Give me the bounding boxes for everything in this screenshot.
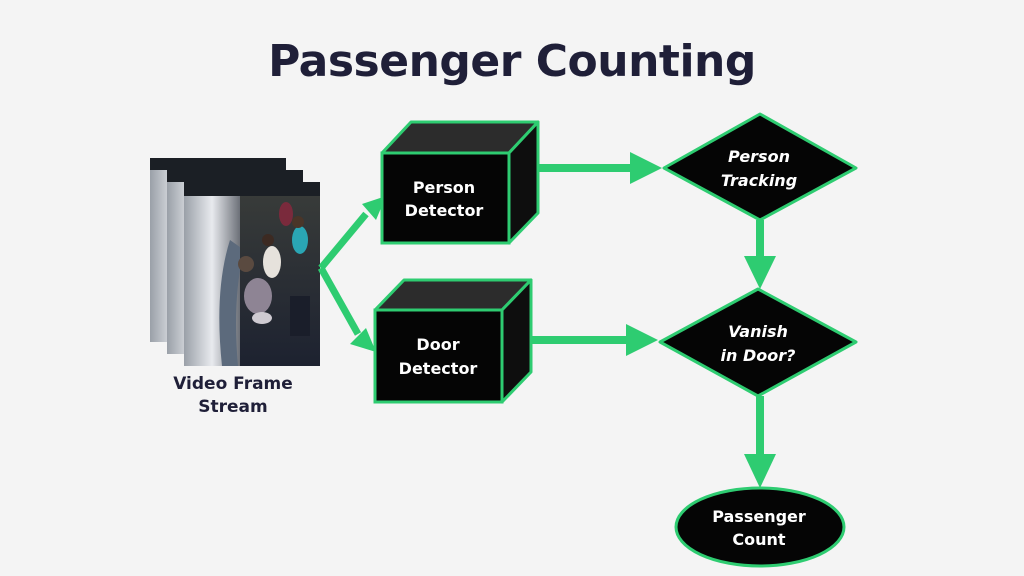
person-detector-line1: Person	[413, 178, 475, 197]
vanish-line2: in Door?	[721, 346, 796, 365]
video-frame-front	[184, 182, 320, 366]
page-title: Passenger Counting	[268, 36, 756, 87]
video-caption-line1: Video Frame	[173, 374, 293, 394]
vanish-line1: Vanish	[728, 322, 788, 341]
video-caption-line2: Stream	[198, 397, 267, 417]
person-tracking-line1: Person	[728, 147, 790, 166]
person-detector-line2: Detector	[405, 201, 484, 220]
door-detector-line2: Detector	[399, 359, 478, 378]
person-tracking-diamond: Person Tracking	[662, 112, 858, 222]
person-tracking-line2: Tracking	[721, 171, 797, 190]
video-frame-stack	[150, 158, 320, 366]
door-detector-box: Door Detector	[373, 278, 533, 404]
passenger-count-line2: Count	[732, 530, 786, 549]
passenger-count-terminal: Passenger Count	[674, 486, 846, 568]
passenger-count-line1: Passenger	[712, 507, 806, 526]
person-detector-box: Person Detector	[380, 120, 540, 245]
connectors	[317, 152, 776, 488]
vanish-in-door-diamond: Vanish in Door?	[658, 287, 858, 398]
door-detector-line1: Door	[416, 335, 459, 354]
